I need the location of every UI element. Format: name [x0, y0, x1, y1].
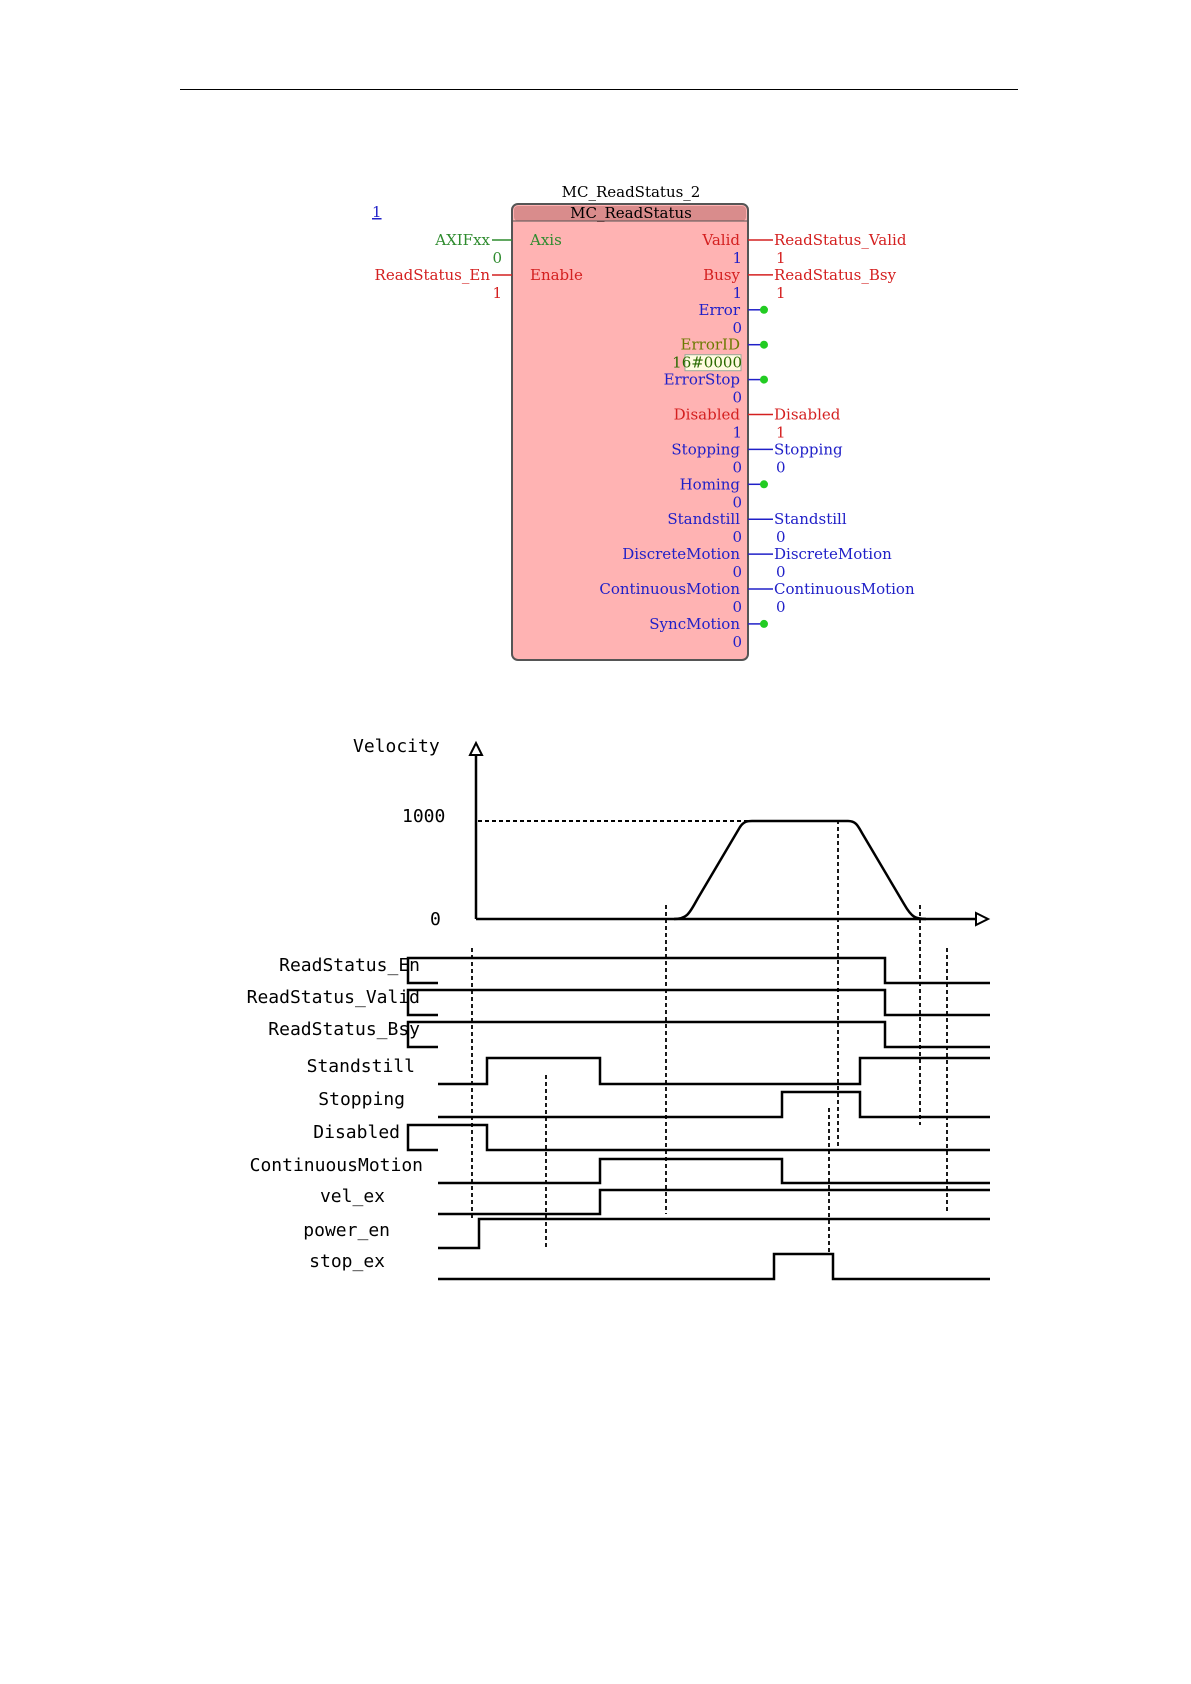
output-var-value-valid: 1 — [776, 249, 786, 267]
input-value-axis: 0 — [492, 249, 502, 267]
pin-homing[interactable]: Homing — [680, 475, 741, 493]
signal-trace-stopping — [438, 1090, 990, 1119]
output-var-value-busy: 1 — [776, 284, 786, 302]
output-value-homing: 0 — [732, 493, 742, 511]
signal-trace-disabled — [406, 1123, 990, 1152]
page-header-rule — [180, 89, 1018, 90]
pin-error[interactable]: Error — [699, 301, 741, 319]
output-value-busy: 1 — [732, 284, 742, 302]
y-tick-0: 0 — [430, 909, 441, 930]
function-block-diagram: 1 MC_ReadStatus_2 MC_ReadStatus AXIFxx0A… — [372, 183, 915, 661]
pin-disabled[interactable]: Disabled — [674, 406, 741, 424]
output-var-stopping[interactable]: Stopping — [774, 440, 843, 458]
function-block-body[interactable] — [511, 203, 749, 661]
pin-stopping[interactable]: Stopping — [671, 440, 740, 458]
signal-trace-standstill — [438, 1056, 990, 1086]
output-value-discrete-motion: 0 — [732, 563, 742, 581]
y-tick-1000: 1000 — [402, 806, 445, 827]
output-value-standstill: 0 — [732, 528, 742, 546]
signal-label-vel-ex: vel_ex — [320, 1186, 385, 1207]
signal-label-stopping: Stopping — [318, 1089, 405, 1110]
output-value-stopping: 0 — [732, 458, 742, 476]
output-var-discrete-motion[interactable]: DiscreteMotion — [774, 545, 892, 563]
output-var-value-disabled: 1 — [776, 424, 786, 442]
signal-trace-stop-ex — [438, 1252, 990, 1281]
signal-trace-continuous-motion — [438, 1157, 990, 1185]
output-var-read-status-bsy[interactable]: ReadStatus_Bsy — [774, 266, 897, 284]
block-type-name: MC_ReadStatus — [570, 204, 692, 222]
signal-label-continuous-motion: ContinuousMotion — [250, 1155, 423, 1176]
velocity-axes — [468, 740, 991, 927]
signal-trace-read-status-en — [406, 956, 990, 985]
output-var-continuous-motion[interactable]: ContinuousMotion — [774, 580, 915, 598]
output-value-disabled: 1 — [732, 424, 742, 442]
unconnected-pin-dot-icon[interactable] — [760, 340, 768, 349]
output-var-value-stopping: 0 — [776, 458, 786, 476]
pin-enable[interactable]: Enable — [530, 266, 583, 284]
pin-busy[interactable]: Busy — [703, 266, 740, 284]
network-number: 1 — [372, 203, 382, 221]
input-var-axifxx[interactable]: AXIFxx — [434, 231, 490, 249]
signal-label-read-status-en: ReadStatus_En — [279, 955, 420, 976]
unconnected-pin-dot-icon[interactable] — [760, 619, 768, 628]
pin-axis[interactable]: Axis — [529, 231, 562, 249]
velocity-profile-curve — [673, 819, 927, 921]
unconnected-pin-dot-icon[interactable] — [760, 305, 768, 314]
unconnected-pin-dot-icon[interactable] — [760, 480, 768, 489]
output-var-value-standstill: 0 — [776, 528, 786, 546]
errorid-value-box — [684, 354, 742, 372]
input-var-read-status-en[interactable]: ReadStatus_En — [375, 266, 491, 284]
pin-sync-motion[interactable]: SyncMotion — [649, 615, 740, 633]
block-instance-name: MC_ReadStatus_2 — [562, 183, 701, 201]
unconnected-pin-dot-icon[interactable] — [760, 375, 768, 384]
signal-label-read-status-valid: ReadStatus_Valid — [247, 987, 420, 1008]
pin-discrete-motion[interactable]: DiscreteMotion — [622, 545, 740, 563]
output-var-read-status-valid[interactable]: ReadStatus_Valid — [774, 231, 907, 249]
pin-standstill[interactable]: Standstill — [667, 510, 740, 528]
signal-label-standstill: Standstill — [307, 1056, 415, 1077]
pin-continuous-motion[interactable]: ContinuousMotion — [599, 580, 740, 598]
output-value-sync-motion: 0 — [732, 633, 742, 651]
output-var-disabled[interactable]: Disabled — [774, 406, 841, 424]
pin-error-stop[interactable]: ErrorStop — [664, 371, 740, 389]
output-value-error-id: 16#0000 — [672, 354, 742, 372]
input-value-enable: 1 — [492, 284, 502, 302]
signal-label-disabled: Disabled — [313, 1122, 400, 1143]
signal-trace-vel-ex — [438, 1188, 990, 1216]
output-value-continuous-motion: 0 — [732, 598, 742, 616]
pin-valid[interactable]: Valid — [701, 231, 740, 249]
signal-trace-read-status-bsy — [406, 1020, 990, 1049]
signal-trace-read-status-valid — [406, 988, 990, 1017]
velocity-axis-label: Velocity — [353, 736, 440, 757]
output-value-error: 0 — [732, 319, 742, 337]
signal-label-power-en: power_en — [303, 1220, 390, 1241]
output-var-value-discrete-motion: 0 — [776, 563, 786, 581]
output-var-value-continuous-motion: 0 — [776, 598, 786, 616]
output-value-valid: 1 — [732, 249, 742, 267]
signal-label-stop-ex: stop_ex — [309, 1251, 385, 1272]
output-var-standstill[interactable]: Standstill — [774, 510, 847, 528]
output-value-error-stop: 0 — [732, 389, 742, 407]
pin-error-id[interactable]: ErrorID — [681, 336, 740, 354]
signal-label-read-status-bsy: ReadStatus_Bsy — [268, 1019, 420, 1040]
signal-trace-power-en — [438, 1217, 990, 1250]
